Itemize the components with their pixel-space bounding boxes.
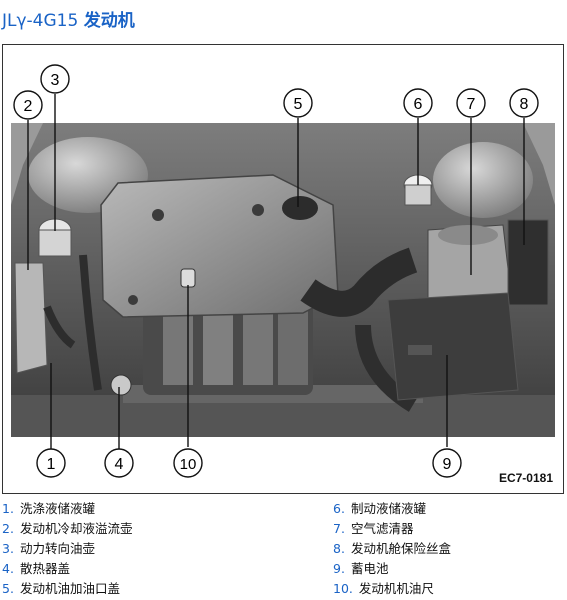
legend-item: 4. 散热器盖 [2, 558, 70, 578]
callout-1: 1 [36, 448, 66, 478]
legend-label: 蓄电池 [350, 561, 389, 576]
callout-5: 5 [283, 88, 313, 118]
legend-item: 3. 动力转向油壶 [2, 538, 95, 558]
engine-label: 发动机 [83, 11, 135, 31]
callout-2-label: 2 [24, 98, 33, 115]
callout-7: 7 [456, 88, 486, 118]
legend-label: 发动机机油尺 [358, 581, 434, 596]
callout-layer: 3 2 5 6 7 8 1 [13, 64, 539, 478]
callout-3-label: 3 [51, 72, 60, 89]
legend-item: 7. 空气滤清器 [333, 518, 413, 538]
legend-label: 空气滤清器 [350, 521, 414, 536]
callout-7-label: 7 [467, 96, 476, 113]
legend-num: 10. [333, 581, 353, 596]
legend-num: 8. [333, 541, 345, 556]
callout-4-label: 4 [115, 456, 124, 473]
callout-4: 4 [104, 448, 134, 478]
callout-5-label: 5 [294, 96, 303, 113]
legend-item: 2. 发动机冷却液溢流壶 [2, 518, 132, 538]
legend-item: 9. 蓄电池 [333, 558, 388, 578]
model-name: JLγ-4G15 [2, 11, 79, 31]
legend-item: 5. 发动机油加油口盖 [2, 578, 120, 598]
page-title: JLγ-4G15 发动机 [2, 6, 135, 31]
callout-8-label: 8 [520, 96, 529, 113]
callout-10-label: 10 [180, 456, 197, 473]
callout-10: 10 [173, 448, 203, 478]
callout-9: 9 [432, 448, 462, 478]
callout-9-label: 9 [443, 456, 452, 473]
callout-6: 6 [403, 88, 433, 118]
callout-3: 3 [40, 64, 70, 94]
legend-label: 动力转向油壶 [19, 541, 95, 556]
legend-num: 4. [2, 561, 14, 576]
callout-8: 8 [509, 88, 539, 118]
legend-item: 8. 发动机舱保险丝盒 [333, 538, 451, 558]
legend-num: 6. [333, 501, 345, 516]
legend-num: 9. [333, 561, 345, 576]
legend-num: 1. [2, 501, 14, 516]
legend-label: 发动机冷却液溢流壶 [19, 521, 133, 536]
legend-num: 3. [2, 541, 14, 556]
legend-num: 5. [2, 581, 14, 596]
engine-bay-drawing [11, 94, 555, 449]
legend-label: 洗涤液储液罐 [19, 501, 95, 516]
callout-6-label: 6 [414, 96, 423, 113]
legend-label: 发动机油加油口盖 [19, 581, 120, 596]
legend-num: 2. [2, 521, 14, 536]
engine-bay-illustration: 3 2 5 6 7 8 1 [2, 44, 564, 494]
figure-code: EC7-0181 [498, 471, 553, 485]
legend-item: 10. 发动机机油尺 [333, 578, 434, 598]
callout-1-label: 1 [47, 456, 56, 473]
callout-2: 2 [13, 90, 43, 120]
legend-label: 散热器盖 [19, 561, 70, 576]
legend-num: 7. [333, 521, 345, 536]
legend-label: 制动液储液罐 [350, 501, 426, 516]
legend-label: 发动机舱保险丝盒 [350, 541, 451, 556]
legend-item: 1. 洗涤液储液罐 [2, 498, 95, 518]
legend-item: 6. 制动液储液罐 [333, 498, 426, 518]
